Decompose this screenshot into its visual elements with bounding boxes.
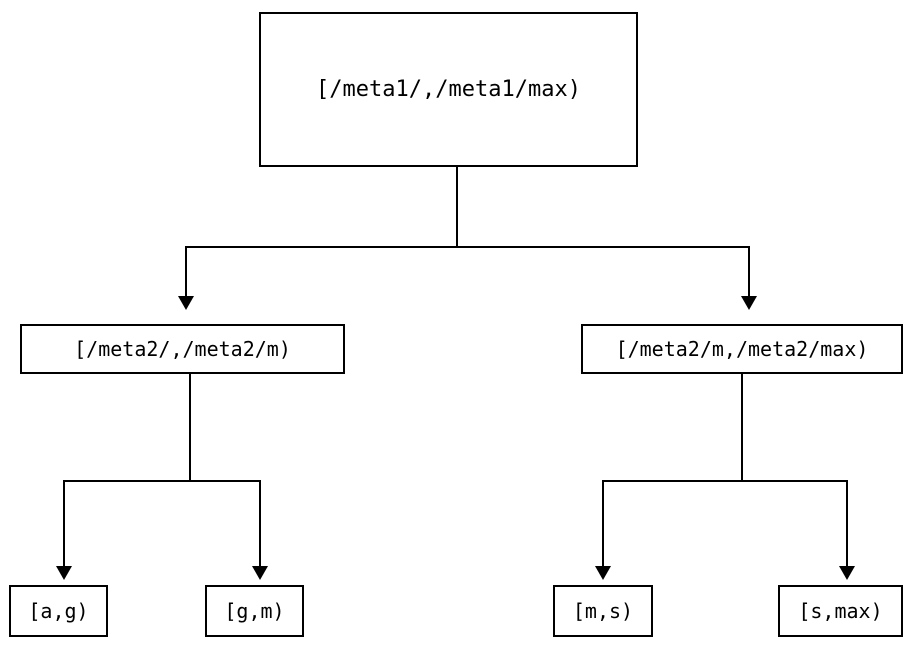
node-leaf-3[interactable]: [m,s)	[553, 585, 653, 637]
arrowhead-to-leaf-2	[252, 566, 268, 580]
node-leaf-1[interactable]: [a,g)	[9, 585, 108, 637]
node-mid-left[interactable]: [/meta2/,/meta2/m)	[20, 324, 345, 374]
arrowhead-to-leaf-3	[595, 566, 611, 580]
edge-root-to-mid-right	[748, 246, 750, 296]
arrowhead-to-leaf-4	[839, 566, 855, 580]
arrowhead-to-mid-left	[178, 296, 194, 310]
edge-mid-right-to-leaf-4	[846, 480, 848, 566]
node-leaf-4-label: [s,max)	[798, 599, 883, 623]
edge-mid-right-bus	[602, 480, 848, 482]
edge-mid-right-to-leaf-3	[602, 480, 604, 566]
node-leaf-4[interactable]: [s,max)	[778, 585, 903, 637]
node-root[interactable]: [/meta1/,/meta1/max)	[259, 12, 638, 167]
edge-mid-left-to-leaf-2	[259, 480, 261, 566]
arrowhead-to-mid-right	[741, 296, 757, 310]
arrowhead-to-leaf-1	[56, 566, 72, 580]
node-mid-right[interactable]: [/meta2/m,/meta2/max)	[581, 324, 903, 374]
node-mid-right-label: [/meta2/m,/meta2/max)	[615, 337, 869, 361]
node-mid-left-label: [/meta2/,/meta2/m)	[74, 337, 291, 361]
edge-root-stem	[456, 167, 458, 248]
edge-mid-left-bus	[63, 480, 261, 482]
node-leaf-2-label: [g,m)	[224, 599, 285, 623]
edge-mid-left-stem	[189, 374, 191, 482]
node-leaf-2[interactable]: [g,m)	[205, 585, 304, 637]
edge-root-bus	[185, 246, 750, 248]
edge-mid-right-stem	[741, 374, 743, 482]
edge-mid-left-to-leaf-1	[63, 480, 65, 566]
node-root-label: [/meta1/,/meta1/max)	[316, 76, 581, 102]
node-leaf-1-label: [a,g)	[28, 599, 89, 623]
node-leaf-3-label: [m,s)	[572, 599, 634, 623]
edge-root-to-mid-left	[185, 246, 187, 296]
